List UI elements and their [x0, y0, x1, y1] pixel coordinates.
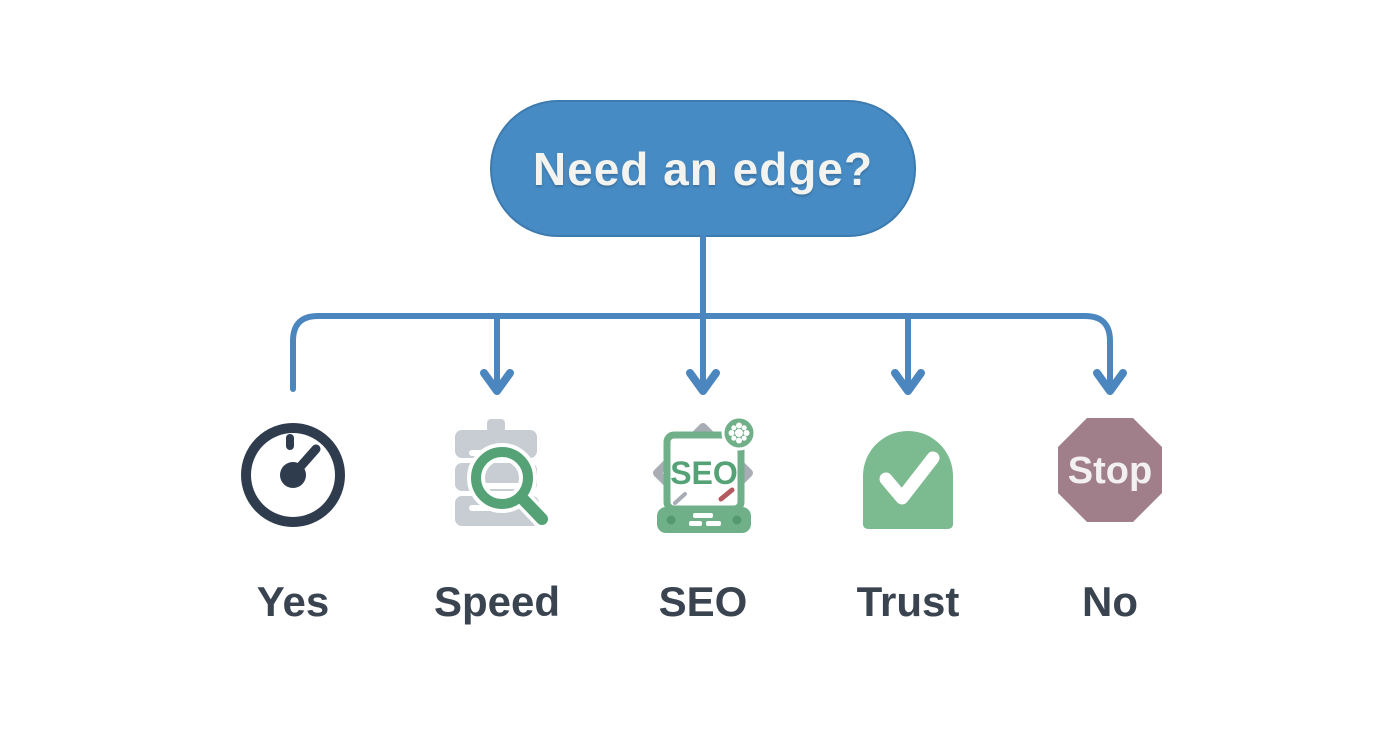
stop-sign-icon: Stop	[1058, 418, 1162, 522]
branch-label-seo: SEO	[658, 578, 748, 625]
stop-icon-text: Stop	[1068, 450, 1152, 492]
gear-badge-glyph	[728, 422, 750, 444]
gauge-icon	[241, 423, 345, 527]
branch-label-yes: Yes	[256, 578, 330, 625]
seo-icon-text: SEO	[670, 455, 738, 491]
arrowhead-no	[1093, 369, 1127, 395]
branch-label-speed: Speed	[433, 578, 561, 625]
arrowhead-seo	[686, 369, 720, 395]
branch-label-trust: Trust	[856, 578, 960, 625]
decision-node: Need an edge?	[490, 100, 916, 237]
seo-monitor-icon: SEO	[653, 415, 757, 533]
server-search-icon	[455, 419, 552, 529]
check-badge-icon	[863, 431, 953, 529]
decision-node-label: Need an edge?	[532, 142, 874, 195]
arrowhead-speed	[480, 369, 514, 395]
arrowhead-trust	[891, 369, 925, 395]
branch-label-no: No	[1082, 578, 1138, 625]
